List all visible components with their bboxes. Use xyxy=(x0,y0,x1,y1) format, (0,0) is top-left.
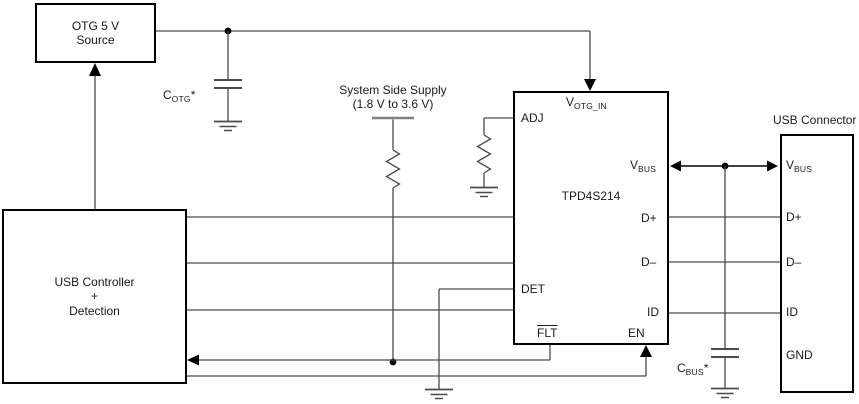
chip-pin-dminus: D– xyxy=(641,255,657,269)
connector-pin-gnd: GND xyxy=(786,348,813,362)
usb-connector-block xyxy=(780,134,854,393)
wires-controller-to-chip xyxy=(186,216,513,311)
wire-det-ground xyxy=(425,288,513,400)
chip-pin-votgin: VOTG_IN xyxy=(566,95,607,112)
connector-pin-vbus: VBUS xyxy=(786,158,813,175)
system-supply-pullup xyxy=(372,116,414,366)
usb-controller-label-line2: + xyxy=(90,289,98,304)
otg-source-label-line2: Source xyxy=(76,33,115,47)
otg-source-label-line1: OTG 5 V xyxy=(71,18,120,33)
ground-icon xyxy=(214,120,242,132)
capacitor-cbus-symbol xyxy=(711,166,739,399)
wire-flt-to-controller xyxy=(187,343,551,366)
resistor-icon xyxy=(385,149,401,189)
chip-name: TPD4S214 xyxy=(561,189,621,203)
arrow-right-icon xyxy=(767,160,778,172)
arrow-down-icon xyxy=(584,79,596,91)
adj-resistor-ground xyxy=(470,117,513,198)
wire-controller-to-en xyxy=(186,345,652,377)
chip-pin-vbus: VBUS xyxy=(630,158,657,175)
ground-icon xyxy=(711,387,739,399)
cbus-label: CBUS* xyxy=(677,361,709,378)
capacitor-cotg-symbol xyxy=(214,31,242,132)
system-supply-line2: (1.8 V to 3.6 V) xyxy=(352,97,434,111)
connector-pin-dplus: D+ xyxy=(786,210,802,224)
system-supply-label: System Side Supply (1.8 V to 3.6 V) xyxy=(318,83,468,111)
tpd4s214-chip-block xyxy=(513,91,669,345)
connector-pin-id: ID xyxy=(786,305,798,319)
chip-pin-id: ID xyxy=(647,305,659,319)
usb-controller-label-line3: Detection xyxy=(69,303,120,318)
chip-pin-en: EN xyxy=(628,326,645,340)
chip-pin-adj: ADJ xyxy=(521,111,544,125)
wire-otg-to-votgin xyxy=(155,27,596,91)
connector-pin-dminus: D– xyxy=(786,255,802,269)
arrow-up-icon xyxy=(640,345,652,357)
arrow-left-icon xyxy=(670,160,681,172)
arrow-left-icon xyxy=(187,354,199,366)
usb-controller-label-line1: USB Controller xyxy=(54,274,135,289)
otg-source-block: OTG 5 V Source xyxy=(35,3,156,63)
arrow-up-icon xyxy=(89,63,101,76)
chip-pin-dplus: D+ xyxy=(641,211,657,225)
chip-pin-det: DET xyxy=(521,282,545,296)
usb-controller-block: USB Controller + Detection xyxy=(2,209,187,384)
ground-icon xyxy=(425,388,453,400)
usb-connector-title: USB Connector xyxy=(773,113,857,127)
wire-vbus-link xyxy=(670,160,778,172)
chip-pin-flt: FLT xyxy=(537,326,558,340)
system-supply-line1: System Side Supply xyxy=(339,83,447,97)
wire-controller-to-otg xyxy=(89,63,101,209)
resistor-icon xyxy=(476,134,492,174)
ground-icon xyxy=(470,186,498,198)
cotg-label: COTG* xyxy=(163,88,196,105)
